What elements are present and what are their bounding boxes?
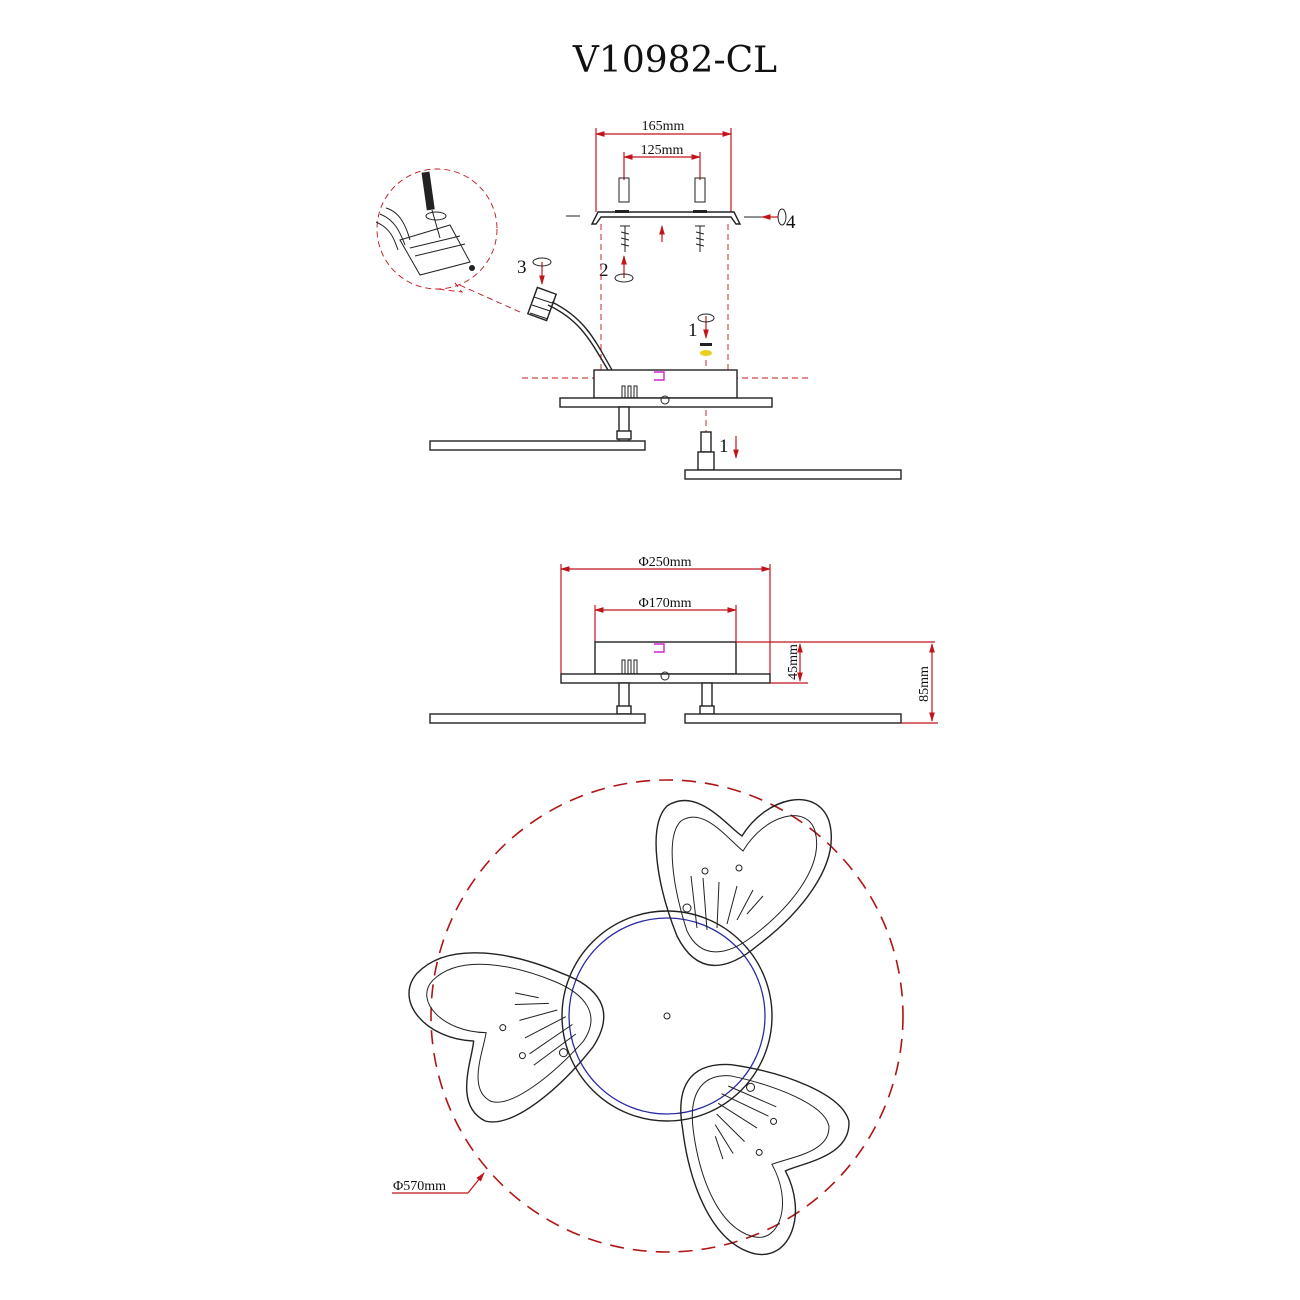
center-knob (660, 395, 670, 405)
overall-diameter-circle (430, 779, 904, 1253)
screw-icon (620, 225, 630, 252)
center-point (663, 1012, 671, 1020)
washer (700, 343, 712, 346)
top-diameter-dim-label: Φ170mm (638, 596, 691, 611)
arm-post (618, 682, 630, 710)
lower-left-arm (429, 713, 646, 724)
lower-left-arm (429, 440, 646, 451)
mounting-bracket (590, 211, 742, 225)
magenta-marker (654, 371, 665, 381)
bracket-outer-dim-label: 165mm (642, 119, 685, 134)
wall-anchor (694, 177, 706, 203)
wing-left (408, 952, 605, 1123)
side-view: Φ250mm Φ170mm 45mm 85mm (429, 555, 938, 724)
arm-post (700, 431, 712, 453)
step-1-lower-label: 1 (719, 436, 729, 457)
wall-anchor (618, 177, 630, 203)
base-plate (559, 397, 773, 408)
detail-circle (376, 168, 498, 290)
rotate-icon (532, 257, 552, 267)
canopy-body (593, 369, 738, 399)
model-title: V10982-CL (572, 40, 777, 81)
rotate-icon (777, 208, 787, 226)
arm-post (701, 682, 713, 710)
wing-bottom-right (680, 1063, 850, 1256)
screw-icon (695, 225, 705, 252)
rotate-icon (697, 313, 715, 323)
power-wire (551, 301, 613, 371)
bracket-inner-dim-label: 125mm (641, 143, 684, 158)
lower-right-arm (684, 713, 902, 724)
nut-marker (700, 350, 712, 356)
wing-top (655, 798, 832, 967)
base-diameter-dim-label: Φ250mm (638, 555, 691, 570)
overall-diameter-label: Φ570mm (393, 1179, 446, 1194)
center-disc-inner-ring (568, 917, 766, 1115)
rotate-icon (614, 273, 634, 283)
detail-callout-line (436, 282, 521, 313)
connector-icon (526, 286, 558, 322)
install-view: 165mm 125mm 4 (375, 119, 902, 480)
total-height-dim-label: 85mm (917, 666, 932, 702)
body-height-dim-label: 45mm (786, 644, 801, 680)
power-wire (547, 304, 609, 371)
step-2-label: 2 (599, 260, 609, 281)
top-view: Φ570mm (392, 779, 904, 1256)
canopy-body (594, 641, 737, 675)
step-3-label: 3 (517, 257, 527, 278)
step-4-label: 4 (786, 212, 796, 233)
center-disc-outer (561, 910, 773, 1122)
step-1-upper-label: 1 (688, 320, 698, 341)
bracket-slot (693, 210, 707, 213)
bracket-slot (615, 210, 629, 213)
terminal-block-detail (375, 171, 475, 276)
magenta-marker (654, 643, 665, 653)
lower-right-arm (684, 469, 902, 480)
base-plate (560, 673, 771, 684)
